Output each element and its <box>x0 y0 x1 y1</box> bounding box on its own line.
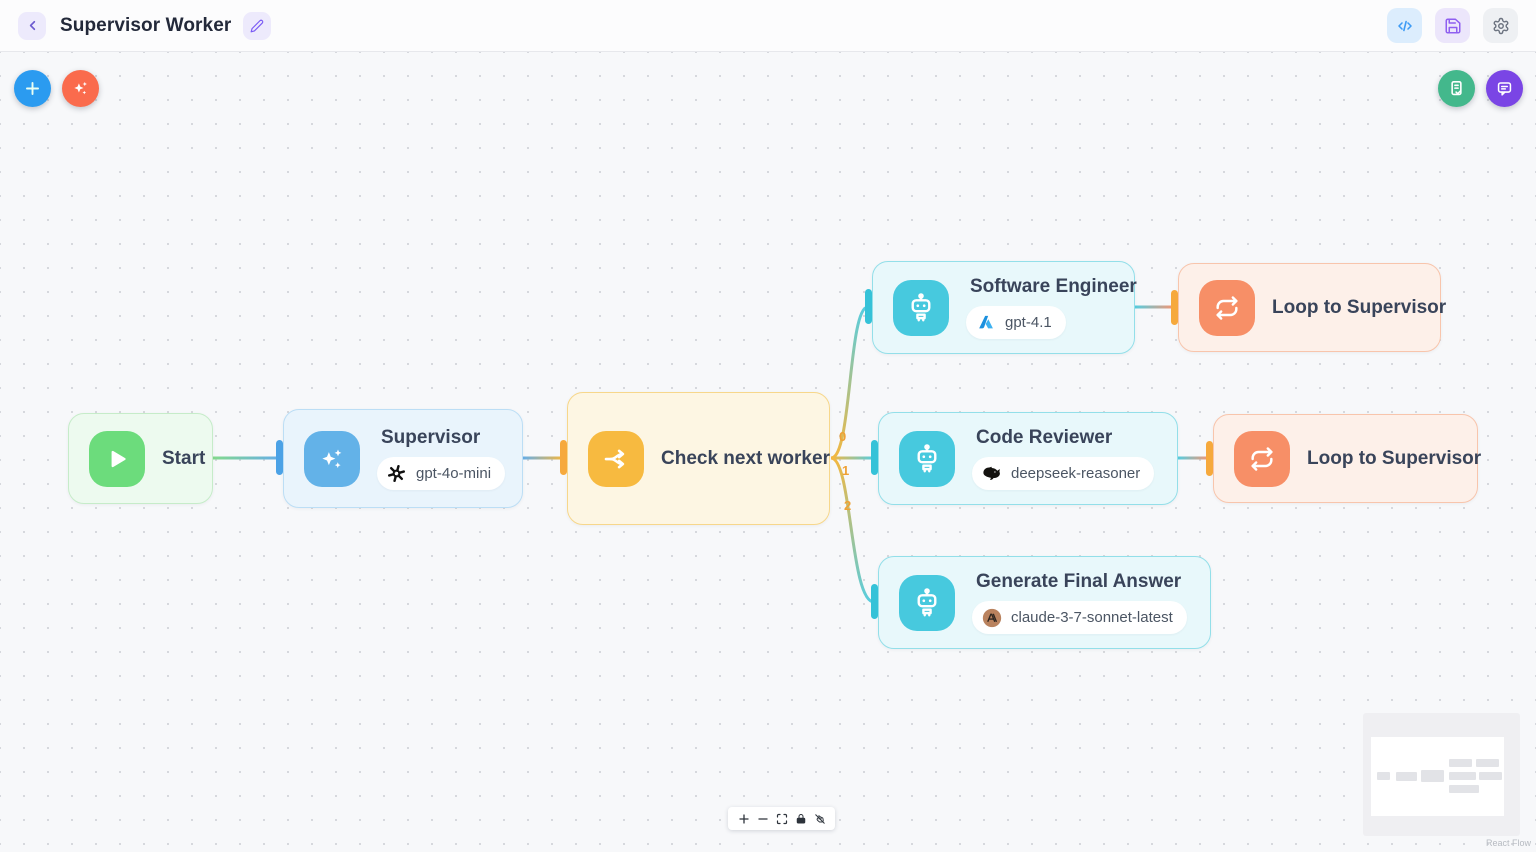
loop-icon <box>1199 279 1255 336</box>
minimap-node <box>1421 770 1444 782</box>
loop-icon <box>1234 430 1290 487</box>
model-name: deepseek-reasoner <box>1011 465 1141 482</box>
node-title: Supervisor <box>381 427 481 448</box>
save-button[interactable] <box>1435 8 1470 43</box>
edge-label-0: 0 <box>839 429 847 444</box>
handle-loop-bottom-in[interactable] <box>1206 441 1213 476</box>
settings-button[interactable] <box>1483 8 1518 43</box>
model-badge: gpt-4.1 <box>966 306 1066 339</box>
gear-icon <box>1493 17 1508 34</box>
minimap-viewport <box>1371 737 1504 816</box>
minimap-node <box>1479 772 1502 780</box>
openai-icon <box>385 462 408 485</box>
clipboard-check-icon <box>1451 80 1462 96</box>
pencil-icon <box>250 19 264 32</box>
node-title: Software Engineer <box>970 276 1137 297</box>
node-title: Check next worker <box>661 447 830 469</box>
run-log-button[interactable] <box>1438 70 1475 107</box>
zoom-out-button[interactable] <box>753 808 772 829</box>
robot-icon <box>893 279 949 336</box>
minimap-node <box>1449 785 1479 793</box>
node-title: Code Reviewer <box>976 427 1113 448</box>
node-check-next-worker[interactable]: Check next worker <box>567 392 830 525</box>
robot-icon <box>899 574 955 631</box>
handle-loop-top-in[interactable] <box>1171 290 1178 325</box>
model-name: gpt-4.1 <box>1005 314 1052 331</box>
node-code-reviewer[interactable]: Code Reviewer deepseek-reasoner <box>878 412 1178 505</box>
code-icon <box>1397 20 1412 31</box>
ai-assist-button[interactable] <box>62 70 99 107</box>
node-loop-to-supervisor-top[interactable]: Loop to Supervisor <box>1178 263 1446 352</box>
handle-check-in[interactable] <box>560 440 567 475</box>
sparkles-icon <box>304 430 360 487</box>
react-flow-attribution: React Flow <box>1485 838 1531 848</box>
edge-label-2: 2 <box>844 498 852 513</box>
anthropic-icon <box>980 606 1003 629</box>
model-badge: gpt-4o-mini <box>377 457 506 490</box>
branch-icon <box>588 430 644 487</box>
model-name: gpt-4o-mini <box>416 465 492 482</box>
minimap-node <box>1449 772 1476 780</box>
lock-button[interactable] <box>791 808 810 829</box>
back-button[interactable] <box>18 11 46 40</box>
header-actions <box>1387 8 1518 43</box>
node-software-engineer[interactable]: Software Engineer gpt-4.1 <box>872 261 1137 354</box>
handle-software-engineer-in[interactable] <box>865 289 872 324</box>
chat-button[interactable] <box>1486 70 1523 107</box>
chat-icon <box>1497 82 1512 96</box>
play-icon <box>89 430 145 487</box>
deepseek-icon <box>980 462 1003 485</box>
handle-code-reviewer-in[interactable] <box>871 440 878 475</box>
fit-view-button[interactable] <box>772 808 791 829</box>
add-node-button[interactable] <box>14 70 51 107</box>
header: Supervisor Worker <box>0 0 1536 52</box>
node-loop-to-supervisor-bottom[interactable]: Loop to Supervisor <box>1213 414 1482 503</box>
page-title: Supervisor Worker <box>60 14 232 36</box>
model-badge: claude-3-7-sonnet-latest <box>972 601 1187 634</box>
code-view-button[interactable] <box>1387 8 1422 43</box>
node-supervisor[interactable]: Supervisor gpt-4o-mini <box>283 409 523 508</box>
azure-icon <box>974 311 997 334</box>
minimap-node <box>1449 759 1472 767</box>
node-title: Start <box>162 447 206 469</box>
node-title: Generate Final Answer <box>976 571 1182 592</box>
minimap-node <box>1396 772 1417 781</box>
zoom-in-button[interactable] <box>734 808 753 829</box>
node-title: Loop to Supervisor <box>1307 447 1482 469</box>
node-generate-final-answer[interactable]: Generate Final Answer claude-3-7-sonnet-… <box>878 556 1211 649</box>
pointer-off-button[interactable] <box>810 808 829 829</box>
minimap[interactable] <box>1363 713 1520 836</box>
model-badge: deepseek-reasoner <box>972 457 1155 490</box>
zoom-controls <box>728 807 835 830</box>
edit-title-button[interactable] <box>243 11 272 40</box>
plus-icon <box>26 82 39 95</box>
model-name: claude-3-7-sonnet-latest <box>1011 609 1173 626</box>
handle-generate-final-in[interactable] <box>871 584 878 619</box>
sparkles-icon <box>74 81 87 95</box>
node-start[interactable]: Start <box>68 413 213 504</box>
chevron-left-icon <box>29 20 35 31</box>
minimap-node <box>1377 772 1390 780</box>
minimap-node <box>1476 759 1499 767</box>
handle-supervisor-in[interactable] <box>276 440 283 475</box>
save-icon <box>1445 18 1460 33</box>
node-title: Loop to Supervisor <box>1272 296 1447 318</box>
robot-icon <box>899 430 955 487</box>
edge-label-1: 1 <box>842 463 850 478</box>
